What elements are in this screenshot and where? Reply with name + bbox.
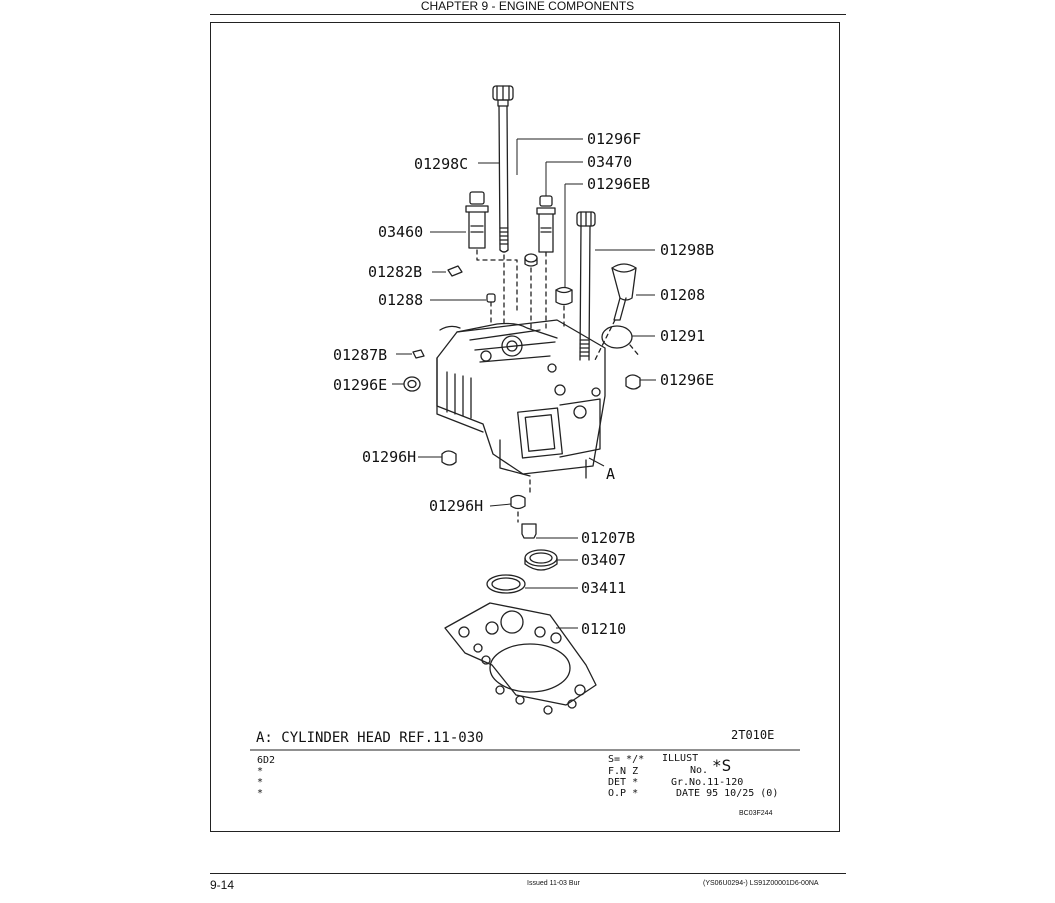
head-bolt-right [576,211,596,361]
star-3: * [257,788,264,799]
fnz-label: F.N Z [608,766,639,777]
injector-nozzle [611,263,637,321]
op-label: O.P * [608,788,639,799]
callout-03411: 03411 [581,579,627,597]
small-plug [412,349,425,359]
ring-dowel [486,293,496,303]
reference-note: A: CYLINDER HEAD REF.11-030 [256,730,484,746]
callout-01296EB: 01296EB [587,175,651,193]
head-bolt-left [492,85,514,253]
callout-01288: 01288 [378,291,424,309]
o-ring [486,574,526,594]
sleeve-ring [524,549,558,571]
callout-01296H-upper: 01296H [362,448,417,466]
det-label: DET * [608,777,639,788]
cylinder-head-body [436,319,606,479]
illust-label: ILLUST [662,753,699,764]
issued-note: Issued 11-03 Bur [527,880,580,887]
star-1: * [257,766,264,777]
bc-code: BC03F244 [739,810,773,817]
drawing-code: 2T010E [731,728,775,742]
core-plug-disc [601,325,633,349]
callout-01296E-right: 01296E [660,371,715,389]
callout-01210: 01210 [581,620,627,638]
s-label: S= */* [608,754,645,765]
callout-01291: 01291 [660,327,706,345]
model-code: 6D2 [257,755,276,766]
sealing-plug [555,286,573,306]
plug-bottom [510,494,526,510]
callout-01296H-lower: 01296H [429,497,484,515]
callout-03407: 03407 [581,551,627,569]
page-number: 9-14 [210,878,235,892]
callout-A: A [606,465,616,483]
small-seal [524,253,538,263]
star-2: * [257,777,264,788]
check-valve [521,523,537,539]
callout-01208: 01208 [660,286,706,304]
plug-lower-left [441,450,457,466]
illust-value: *S [712,756,732,775]
footer-rule [210,873,846,874]
callout-03470: 03470 [587,153,633,171]
plug-left [403,376,421,392]
injector-sleeve-left [465,191,489,249]
illustration-frame [210,22,840,832]
header-rule [210,14,846,15]
callout-01296F: 01296F [587,130,642,148]
callout-01296E-left: 01296E [333,376,388,394]
callout-01298C: 01298C [414,155,469,173]
document-reference: (YS06U0294-) LS91Z00001D6-00NA [703,880,819,887]
dowel-pin [447,265,463,277]
group-number: Gr.No.11-120 [671,777,744,788]
sleeve-right [536,195,556,253]
callout-01282B: 01282B [368,263,423,281]
no-label: No. [690,765,709,776]
head-gasket [444,602,597,715]
date-line: DATE 95 10/25 (0) [676,788,779,799]
callout-01207B: 01207B [581,529,636,547]
chapter-title: CHAPTER 9 - ENGINE COMPONENTS [420,0,635,13]
callout-01287B: 01287B [333,346,388,364]
plug-right [625,374,641,390]
callout-03460: 03460 [378,223,424,241]
callout-01298B: 01298B [660,241,715,259]
